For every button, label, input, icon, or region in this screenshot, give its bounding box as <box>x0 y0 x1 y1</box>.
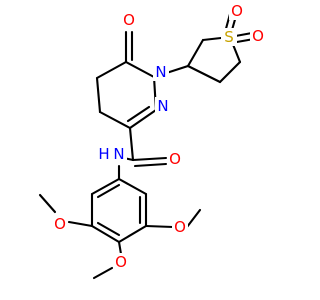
bond-o-ch3-bottom <box>92 266 114 280</box>
bond-camide-o-double <box>133 162 168 168</box>
atom-o-methoxy-bottom-label: O <box>115 253 127 271</box>
atom-s-label: S <box>224 28 234 46</box>
bond-ring-c3-c2 <box>186 38 205 68</box>
atom-o-methoxy-right: O <box>172 218 188 236</box>
atom-n1: N <box>153 63 169 81</box>
atom-nh: N H <box>97 145 127 163</box>
bond-c3-camide <box>128 126 135 162</box>
bond-o-ch3-left <box>38 193 57 214</box>
bond-ar-o-left <box>67 220 94 228</box>
atom-o-amide-label: O <box>169 150 181 168</box>
bond-ar-c4-c5-double <box>96 221 121 237</box>
atom-o-amide: O <box>167 150 183 168</box>
bond-ring-c4-c3 <box>186 64 222 84</box>
bond-ar-c1-c2 <box>117 177 148 196</box>
bond-c3-c4 <box>98 110 132 130</box>
atom-h-amide-label: H <box>98 145 109 163</box>
bond-ar-c4-c5 <box>90 224 121 244</box>
bond-ar-c6-c1-double <box>96 183 121 199</box>
atom-o-ketone: O <box>121 11 137 30</box>
atom-n1-label: N <box>155 63 166 81</box>
bond-layer <box>38 12 256 280</box>
atom-labels: O N N S O O O N H <box>52 2 266 271</box>
bond-n2-c3 <box>128 108 158 130</box>
bond-ar-c6-c1 <box>90 177 121 196</box>
bond-ar-o-bottom <box>117 240 123 256</box>
structure-canvas: O N N S O O O N H <box>38 2 266 280</box>
atom-o-methoxy-left: O <box>52 215 68 233</box>
atom-n2-label: N <box>157 97 168 115</box>
bond-ar-c3-c4 <box>117 224 148 244</box>
atom-o-sulfonyl-right-label: O <box>252 27 264 45</box>
atom-n-amide-label: N <box>113 145 124 163</box>
bond-c6-n1 <box>124 60 156 79</box>
bond-camide-o <box>131 156 168 162</box>
atom-o-sulfonyl-top-label: O <box>231 2 243 20</box>
atom-o-methoxy-bottom: O <box>113 253 129 271</box>
atom-o-ketone-label: O <box>123 11 135 29</box>
bond-c4-c5 <box>95 76 102 114</box>
atom-o-sulfonyl-top: O <box>229 2 245 20</box>
atom-n2: N <box>155 97 171 115</box>
bond-n2-c3-double <box>126 105 151 123</box>
bond-o-ch3-right <box>185 208 202 229</box>
molecule-structure: O N N S O O O N H <box>38 2 266 280</box>
bond-ar-o-right <box>144 224 175 229</box>
atom-s: S <box>221 28 237 46</box>
bond-c5-c6 <box>95 60 128 80</box>
atom-o-methoxy-left-label: O <box>54 215 66 233</box>
atom-o-methoxy-right-label: O <box>174 218 186 236</box>
atom-o-sulfonyl-right: O <box>250 27 266 45</box>
bond-ring-c5-c4 <box>218 60 242 84</box>
